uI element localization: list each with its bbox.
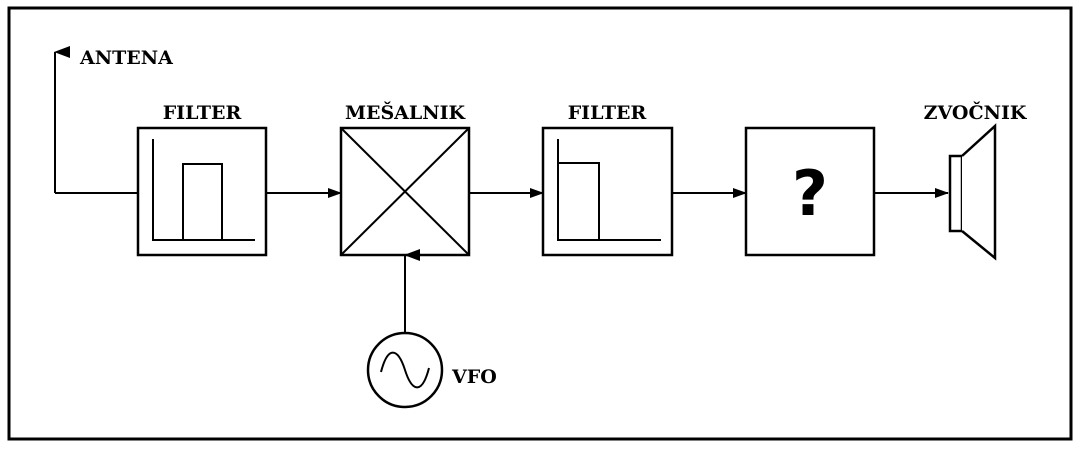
sine-wave-icon [380, 351, 430, 389]
question-mark: ? [792, 157, 828, 230]
mixer-cross-icon [340, 127, 470, 256]
filter-2-block: FILTER [541, 102, 674, 257]
mixer-block: MEŠALNIK [339, 101, 471, 257]
diagram-frame [7, 6, 1073, 441]
bandpass-filter-icon [152, 139, 255, 241]
vfo-oscillator: VFO [366, 249, 497, 409]
speaker-icon: ZVOČNIK [924, 101, 1028, 261]
filter-1-label: FILTER [163, 102, 242, 124]
vfo-label: VFO [451, 366, 497, 388]
filter-1-block: FILTER [136, 102, 268, 257]
mixer-label: MEŠALNIK [345, 101, 467, 124]
antenna-label: ANTENA [79, 47, 173, 69]
filter-2-label: FILTER [568, 102, 647, 124]
speaker-label: ZVOČNIK [924, 101, 1028, 124]
antenna: ANTENA [54, 46, 173, 194]
lowpass-filter-icon [557, 139, 661, 241]
unknown-block: ? [744, 126, 876, 257]
